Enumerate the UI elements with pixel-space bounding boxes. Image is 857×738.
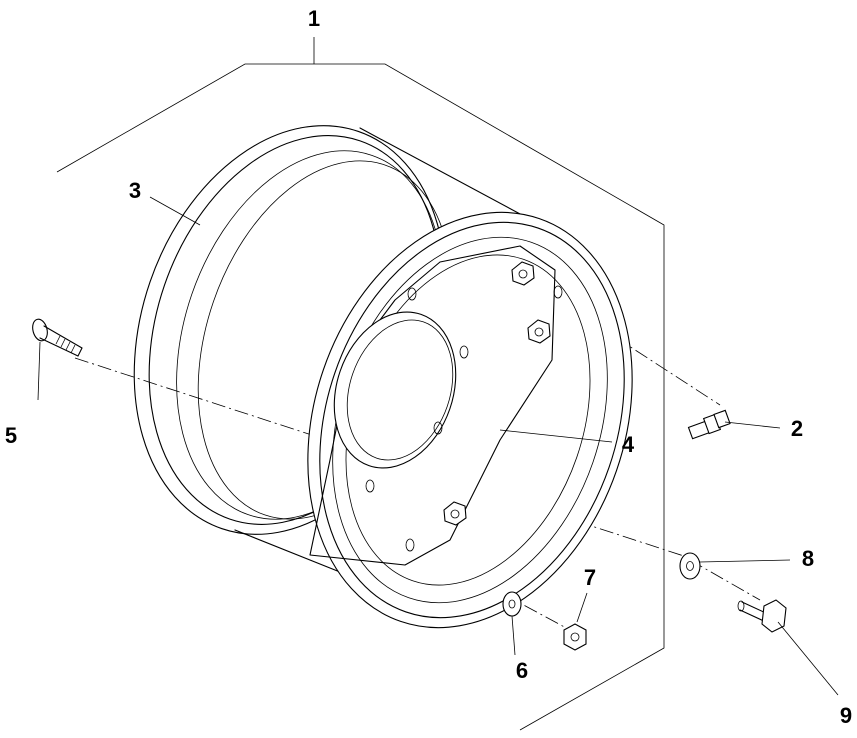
disc-nut xyxy=(527,319,551,344)
washer-large xyxy=(679,552,701,580)
callout-5: 5 xyxy=(5,423,17,448)
callout-4: 4 xyxy=(622,432,635,457)
callout-6: 6 xyxy=(516,658,528,683)
hex-nut xyxy=(563,623,587,651)
callout-7: 7 xyxy=(584,565,596,590)
leader-lines xyxy=(37,196,839,696)
wheel-disc xyxy=(309,245,563,566)
assembly-bracket xyxy=(56,37,665,731)
callout-9: 9 xyxy=(840,703,852,728)
callout-8: 8 xyxy=(802,546,814,571)
callout-3: 3 xyxy=(129,178,141,203)
washer-small xyxy=(502,591,522,617)
disc-nut xyxy=(443,501,467,526)
wheel-bolt xyxy=(32,318,83,357)
callout-1: 1 xyxy=(308,6,320,31)
disc-nut xyxy=(511,261,535,286)
valve-stem xyxy=(687,409,731,440)
hex-bolt xyxy=(737,599,787,633)
callout-2: 2 xyxy=(791,416,803,441)
